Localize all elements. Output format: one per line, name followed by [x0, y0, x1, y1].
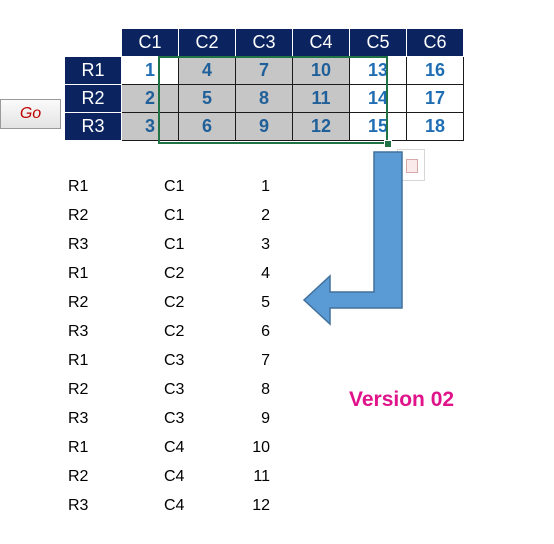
cell-r1-c3[interactable]: 7 [235, 56, 293, 85]
list-col-label: C3 [164, 381, 185, 398]
list-row-label: R3 [68, 323, 89, 340]
grid-row-r2: R2 2 5 8 11 14 17 [64, 84, 464, 113]
list-value: 10 [252, 439, 270, 456]
column-header-c5[interactable]: C5 [349, 28, 407, 57]
row-header-r3[interactable]: R3 [64, 112, 122, 141]
list-col-label: C2 [164, 294, 185, 311]
cell-r2-c4[interactable]: 11 [292, 84, 350, 113]
column-header-row: C1 C2 C3 C4 C5 C6 [65, 28, 464, 57]
list-row-label: R2 [68, 468, 89, 485]
list-col-label: C3 [164, 410, 185, 427]
column-header-c1[interactable]: C1 [121, 28, 179, 57]
list-row-label: R2 [68, 207, 89, 224]
cell-r3-c4[interactable]: 12 [292, 112, 350, 141]
list-row-label: R3 [68, 497, 89, 514]
list-value: 12 [252, 497, 270, 514]
column-header-c2[interactable]: C2 [178, 28, 236, 57]
list-value: 9 [261, 410, 270, 427]
cell-r3-c1[interactable]: 3 [121, 112, 179, 141]
list-value: 5 [261, 294, 270, 311]
list-col-label: C1 [164, 236, 185, 253]
list-value: 1 [261, 178, 270, 195]
column-header-c4[interactable]: C4 [292, 28, 350, 57]
list-row-label: R1 [68, 439, 89, 456]
bent-arrow-icon [302, 151, 403, 326]
row-header-r2[interactable]: R2 [64, 84, 122, 113]
list-row-label: R2 [68, 294, 89, 311]
grid-row-r3: R3 3 6 9 12 15 18 [64, 112, 464, 141]
spreadsheet-grid: C1 C2 C3 C4 C5 C6 R1 1 4 7 10 13 16 R2 2… [64, 28, 464, 141]
cell-r2-c2[interactable]: 5 [178, 84, 236, 113]
list-row-label: R3 [68, 410, 89, 427]
cell-r2-c3[interactable]: 8 [235, 84, 293, 113]
cell-r1-c4[interactable]: 10 [292, 56, 350, 85]
column-header-c3[interactable]: C3 [235, 28, 293, 57]
row-header-r1[interactable]: R1 [64, 56, 122, 85]
list-value: 6 [261, 323, 270, 340]
list-col-label: C4 [164, 497, 185, 514]
list-col-label: C4 [164, 468, 185, 485]
cell-r2-c6[interactable]: 17 [406, 84, 464, 113]
cell-r3-c6[interactable]: 18 [406, 112, 464, 141]
grid-row-r1: R1 1 4 7 10 13 16 [64, 56, 464, 85]
cell-r1-c6[interactable]: 16 [406, 56, 464, 85]
corner-cell [65, 29, 122, 57]
list-row-label: R3 [68, 236, 89, 253]
list-col-label: C1 [164, 178, 185, 195]
cell-r2-c1[interactable]: 2 [121, 84, 179, 113]
list-value: 7 [261, 352, 270, 369]
fill-handle[interactable] [384, 140, 392, 148]
version-label: Version 02 [349, 388, 455, 411]
list-value: 2 [261, 207, 270, 224]
list-col-label: C3 [164, 352, 185, 369]
cell-r1-c2[interactable]: 4 [178, 56, 236, 85]
cell-r2-c5[interactable]: 14 [349, 84, 407, 113]
go-button[interactable]: Go [0, 99, 61, 129]
list-col-label: C2 [164, 323, 185, 340]
list-row-label: R2 [68, 381, 89, 398]
cell-r1-c1[interactable]: 1 [121, 56, 179, 85]
list-row-label: R1 [68, 178, 89, 195]
list-row-label: R1 [68, 352, 89, 369]
list-value: 8 [261, 381, 270, 398]
list-value: 4 [261, 265, 270, 282]
cell-r3-c3[interactable]: 9 [235, 112, 293, 141]
cell-r3-c2[interactable]: 6 [178, 112, 236, 141]
list-value: 11 [253, 468, 270, 485]
list-row-label: R1 [68, 265, 89, 282]
list-value: 3 [261, 236, 270, 253]
column-header-c6[interactable]: C6 [406, 28, 464, 57]
list-col-label: C1 [164, 207, 185, 224]
cell-r3-c5[interactable]: 15 [349, 112, 407, 141]
cell-r1-c5[interactable]: 13 [349, 56, 407, 85]
list-col-label: C2 [164, 265, 185, 282]
list-col-label: C4 [164, 439, 185, 456]
